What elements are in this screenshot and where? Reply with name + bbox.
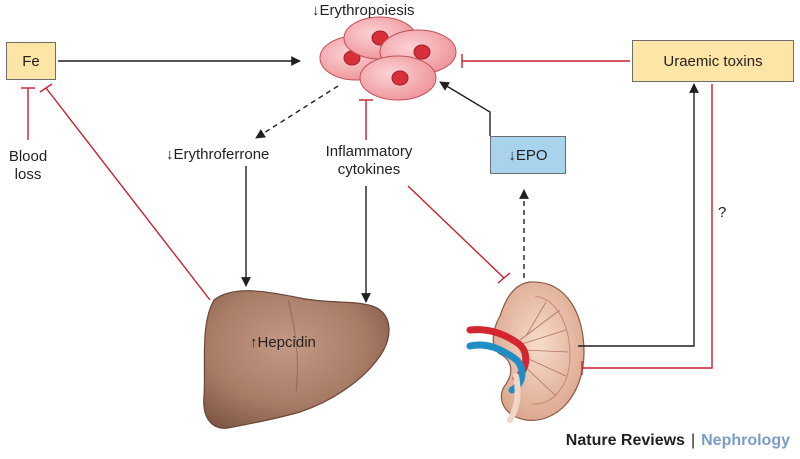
erythropoiesis-label: ↓Erythropoiesis	[312, 2, 415, 19]
fe-box: Fe	[6, 42, 56, 80]
erythroferrone-label: ↓Erythroferrone	[166, 146, 270, 163]
inhibition-lines	[21, 54, 713, 375]
blood-loss-label: Blood loss	[8, 148, 48, 183]
hepcidin-label: ↑Hepcidin	[250, 334, 316, 351]
publication-credit: Nature Reviews | Nephrology	[566, 432, 790, 450]
question-mark-label: ?	[718, 204, 727, 221]
epo-label: ↓EPO	[508, 146, 548, 164]
epo-box: ↓EPO	[490, 136, 566, 174]
uraemic-toxins-box: Uraemic toxins	[632, 40, 794, 82]
publisher-name: Nature Reviews	[565, 432, 685, 449]
fe-label: Fe	[22, 52, 40, 70]
liver-icon	[203, 290, 390, 429]
red-blood-cells-icon	[319, 16, 457, 101]
kidney-icon	[466, 281, 585, 423]
stimulation-arrows	[58, 56, 699, 347]
uraemic-toxins-label: Uraemic toxins	[663, 52, 763, 70]
credit-separator: |	[690, 432, 696, 449]
journal-name: Nephrology	[701, 432, 790, 449]
inflammatory-cytokines-label: Inflammatory cytokines	[325, 143, 413, 178]
